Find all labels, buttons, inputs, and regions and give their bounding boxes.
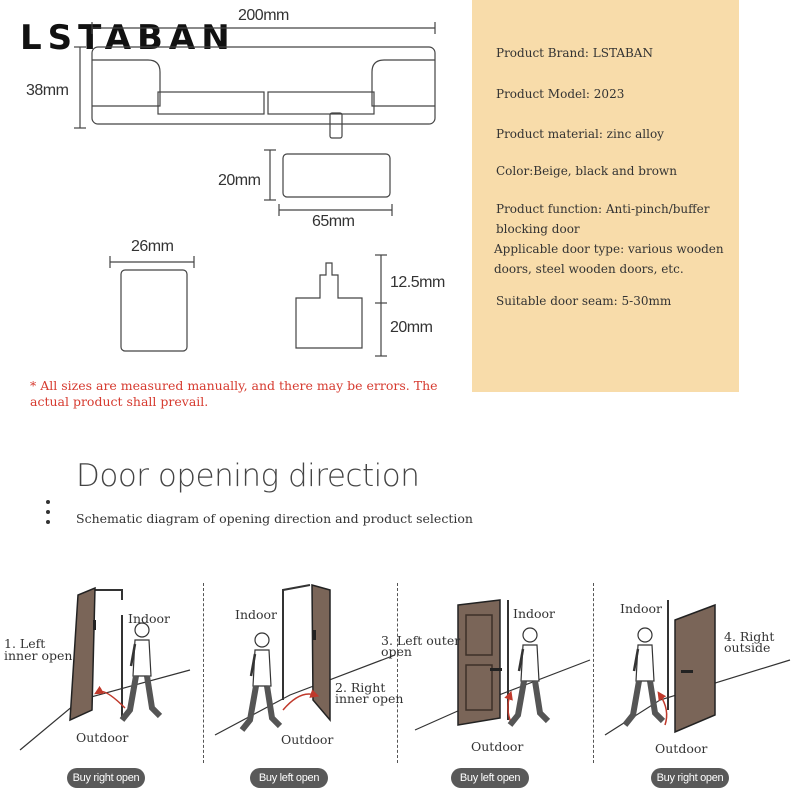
dim-top-width: 200mm — [238, 7, 289, 24]
diagram-2-label: 2. Right — [335, 680, 386, 695]
spec-color: Color:Beige, black and brown — [496, 164, 677, 178]
section-subtitle: Schematic diagram of opening direction a… — [76, 511, 473, 526]
size-note: * All sizes are measured manually, and t… — [30, 378, 438, 409]
diagram-1-label: 1. Left — [4, 636, 46, 651]
diagram-4-label: 4. Right — [724, 629, 775, 644]
bullet-dot — [46, 510, 50, 514]
bullet-dot — [46, 500, 50, 504]
dimension-drawing — [74, 22, 436, 357]
brand-logo: LSTABAN — [20, 18, 236, 58]
diagram-2-label-2: inner open — [335, 691, 404, 706]
spec-panel: Product Brand: LSTABAN Product Model: 20… — [472, 0, 739, 392]
diagram-1-label-2: inner open — [4, 648, 73, 663]
connector — [329, 112, 343, 139]
diagram-3-indoor: Indoor — [513, 606, 556, 621]
diagram-1-indoor: Indoor — [128, 611, 171, 626]
section-title: Door opening direction — [76, 458, 420, 494]
spec-function: Product function: Anti-pinch/buffer bloc… — [496, 202, 710, 236]
bullet-dot — [46, 520, 50, 524]
buy-right-open-button[interactable]: Buy right open — [67, 768, 145, 788]
diagram-right-outside — [604, 600, 791, 736]
dim-height: 38mm — [26, 82, 69, 99]
bar-slot-right — [267, 91, 375, 115]
diagram-2-indoor: Indoor — [235, 607, 278, 622]
diagram-right-inner-open — [214, 584, 396, 736]
diagram-2-outdoor: Outdoor — [281, 732, 334, 747]
divider — [203, 583, 204, 763]
diagram-1-outdoor: Outdoor — [76, 730, 129, 745]
divider — [397, 583, 398, 763]
buy-left-open-button[interactable]: Buy left open — [250, 768, 328, 788]
door-tab — [282, 153, 391, 198]
diagram-left-inner-open — [19, 586, 191, 751]
divider — [593, 583, 594, 763]
side-profile — [295, 262, 363, 349]
spec-model: Product Model: 2023 — [496, 87, 625, 101]
dim-tab-width: 65mm — [312, 213, 355, 230]
spec-brand: Product Brand: LSTABAN — [496, 46, 653, 60]
diagram-3-label-2: open — [381, 644, 412, 659]
bar-left-cap — [92, 59, 161, 107]
diagram-4-outdoor: Outdoor — [655, 741, 708, 756]
bar-slot-left — [157, 91, 265, 115]
spec-door-seam: Suitable door seam: 5-30mm — [496, 294, 672, 308]
door-diagrams — [19, 584, 791, 751]
spec-door-type: Applicable door type: various wooden doo… — [494, 242, 724, 276]
spec-material: Product material: zinc alloy — [496, 127, 664, 141]
diagram-3-outdoor: Outdoor — [471, 739, 524, 754]
diagram-3-label: 3. Left outer — [381, 633, 461, 648]
diagram-4-label-2: outside — [724, 640, 771, 655]
buffer-pad — [120, 269, 188, 352]
diagram-4-indoor: Indoor — [620, 601, 663, 616]
dim-side-bottom: 20mm — [390, 319, 433, 336]
dim-tab-height: 20mm — [218, 172, 261, 189]
diagram-left-outer-open — [414, 599, 591, 731]
buy-right-open-button[interactable]: Buy right open — [651, 768, 729, 788]
dim-side-top: 12.5mm — [390, 274, 445, 291]
dim-buffer-width: 26mm — [131, 238, 174, 255]
buy-left-open-button[interactable]: Buy left open — [451, 768, 529, 788]
bar-outline — [91, 46, 436, 125]
bar-right-cap — [371, 59, 435, 107]
